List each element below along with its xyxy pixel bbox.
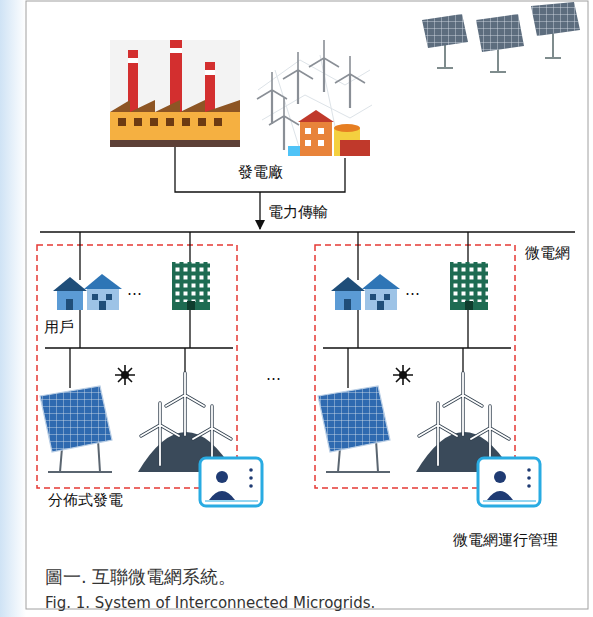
figure-caption: 圖一. 互聯微電網系統。: [45, 566, 236, 588]
ellipsis: …: [405, 281, 420, 299]
plant-feeder: [175, 147, 345, 192]
ellipsis: …: [266, 366, 281, 384]
transmission-label: 電力傳輸: [268, 203, 328, 221]
plant-label: 發電廠: [238, 163, 283, 181]
microgrid-left: [37, 232, 262, 506]
operation-management-label: 微電網運行管理: [453, 531, 558, 549]
renewable-plant-icon: [257, 40, 372, 156]
main-bus: [40, 231, 575, 233]
caption-english: Fig. 1. System of Interconnected Microgr…: [45, 594, 375, 612]
solar-farm-icon: [422, 2, 580, 72]
ellipsis: …: [127, 281, 142, 299]
figure-frame: [26, 1, 588, 609]
edge-tint: [0, 0, 26, 617]
user-label: 用戶: [44, 318, 74, 336]
microgrid-label: 微電網: [525, 244, 570, 262]
distributed-generation-label: 分佈式發電: [48, 491, 123, 509]
thermal-plant-icon: [110, 40, 240, 147]
transmission-arrow: [259, 192, 260, 229]
microgrid-right: [315, 232, 540, 506]
